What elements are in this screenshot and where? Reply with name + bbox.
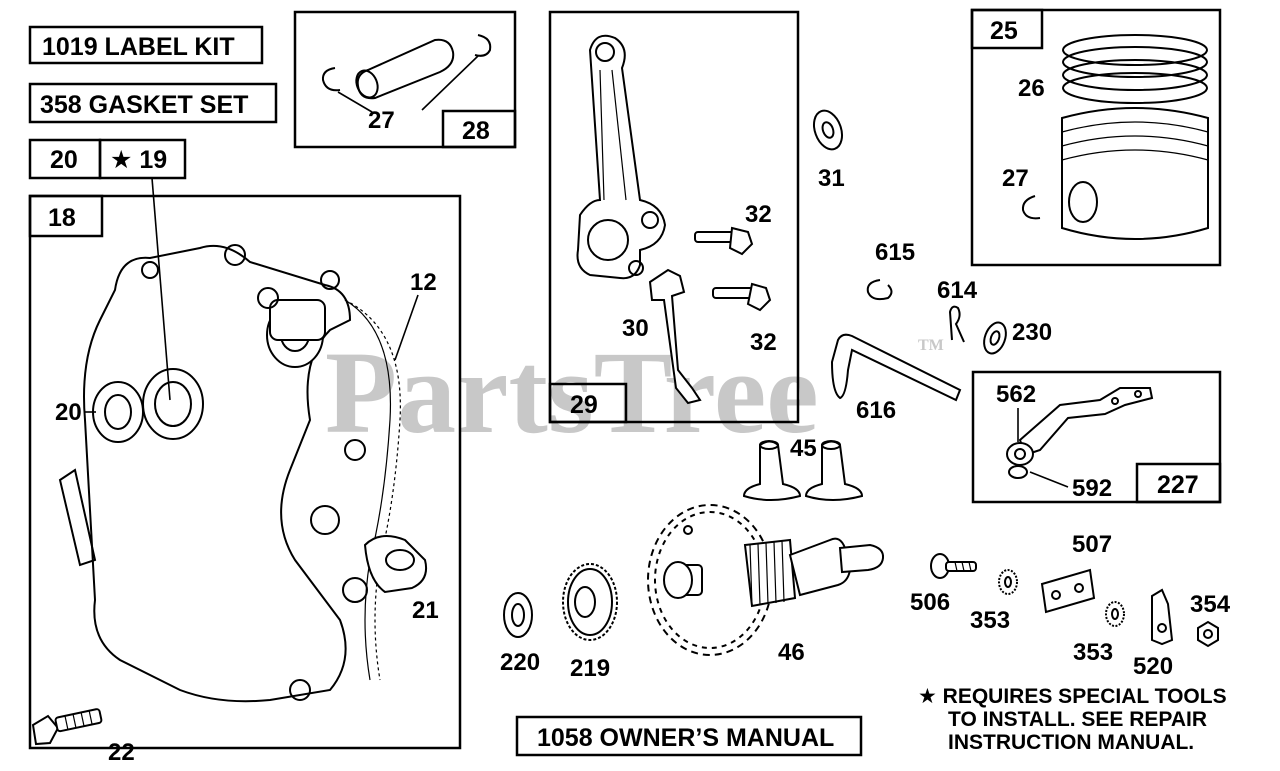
callout-615: 615: [875, 239, 915, 266]
owners-manual-text: 1058 OWNER’S MANUAL: [537, 724, 834, 752]
pin-614: [948, 305, 965, 343]
ref-box-20-text: 20: [50, 146, 78, 174]
piston-pin-group: 28: [293, 10, 517, 149]
rod-bolt-top: [694, 226, 754, 256]
tappet-right: [804, 440, 864, 501]
callout-230: 230: [1012, 319, 1052, 346]
callout-506: 506: [910, 589, 950, 616]
label-kit-text: 1019 LABEL KIT: [42, 33, 235, 61]
bracket-520: [1151, 588, 1174, 646]
washer-31: [812, 109, 844, 151]
callout-354: 354: [1190, 591, 1231, 618]
callout-32-top: 32: [745, 201, 772, 228]
callout-614: 614: [937, 277, 978, 304]
callout-26: 26: [1018, 75, 1045, 102]
governor-shaft-616: [830, 333, 962, 402]
owners-manual-box: 1058 OWNER’S MANUAL: [515, 715, 863, 757]
callout-12: 12: [410, 269, 437, 296]
note-line-3: INSTRUCTION MANUAL.: [948, 731, 1194, 754]
note-line-2: TO INSTALL. SEE REPAIR: [948, 708, 1207, 731]
callout-30: 30: [622, 315, 649, 342]
connecting-rod-group-ref: 29: [570, 391, 598, 419]
governor-lever-clamp: [1006, 442, 1034, 466]
watermark-text: PartsTree: [325, 327, 819, 458]
callout-219: 219: [570, 655, 610, 682]
ref-box-star-19-text: ★ 19: [110, 146, 167, 174]
oil-dipper: [648, 268, 702, 405]
watermark-tm: TM: [918, 337, 944, 354]
special-tools-note: ★ REQUIRES SPECIAL TOOLS TO INSTALL. SEE…: [918, 685, 1227, 754]
bolt-22: [31, 708, 103, 746]
piston-group: 25: [970, 8, 1222, 267]
crankshaft: [647, 504, 885, 656]
piston-rings: [1062, 34, 1208, 104]
callout-45: 45: [790, 435, 817, 462]
callout-220: 220: [500, 649, 540, 676]
callout-21: 21: [412, 597, 439, 624]
cover-gasket: [344, 299, 401, 681]
lock-washer-353-left: [998, 569, 1018, 595]
connecting-rod-group: 29: [548, 10, 800, 424]
callout-520: 520: [1133, 653, 1173, 680]
gasket-set-text: 358 GASKET SET: [40, 91, 248, 119]
ref-box-20: 20: [28, 138, 102, 180]
crankcase-cover-group-ref: 18: [48, 204, 76, 232]
piston-pin-group-ref: 28: [462, 117, 490, 145]
callout-27-piston: 27: [1002, 165, 1029, 192]
callout-22: 22: [108, 739, 135, 766]
governor-lever: [1018, 387, 1154, 457]
governor-lever-group: 227: [971, 370, 1222, 504]
callout-616: 616: [856, 397, 896, 424]
ref-box-star-19: ★ 19: [98, 138, 187, 180]
washer-220: [503, 592, 533, 638]
crankcase-cover-group: 18: [28, 194, 462, 750]
timing-gear-219: [562, 563, 618, 641]
callout-31: 31: [818, 165, 845, 192]
bearing: [92, 381, 144, 443]
nut-354: [1197, 620, 1219, 648]
callout-353-right: 353: [1073, 639, 1113, 666]
piston: [1061, 107, 1209, 240]
callout-507: 507: [1072, 531, 1112, 558]
oil-seal: [142, 368, 204, 440]
callout-353-left: 353: [970, 607, 1010, 634]
tappet-left: [742, 440, 802, 501]
gasket-set-box: 358 GASKET SET: [28, 82, 278, 124]
label-kit-box: 1019 LABEL KIT: [28, 25, 264, 65]
plate-507: [1040, 568, 1096, 614]
lock-washer-353-right: [1105, 601, 1125, 627]
note-line-1: ★ REQUIRES SPECIAL TOOLS: [918, 685, 1227, 708]
washer-230: [983, 321, 1007, 355]
piston-group-ref: 25: [990, 17, 1018, 45]
clip-615: [866, 279, 893, 301]
callout-562: 562: [996, 381, 1036, 408]
callout-27-pin: 27: [368, 107, 395, 134]
callout-46: 46: [778, 639, 805, 666]
callout-20: 20: [55, 399, 82, 426]
callout-592: 592: [1072, 475, 1112, 502]
piston-pin: [356, 38, 455, 100]
rod-bolt-bottom: [712, 282, 772, 312]
governor-lever-group-ref: 227: [1157, 471, 1199, 499]
screw-506: [930, 553, 977, 579]
callout-32-bottom: 32: [750, 329, 777, 356]
